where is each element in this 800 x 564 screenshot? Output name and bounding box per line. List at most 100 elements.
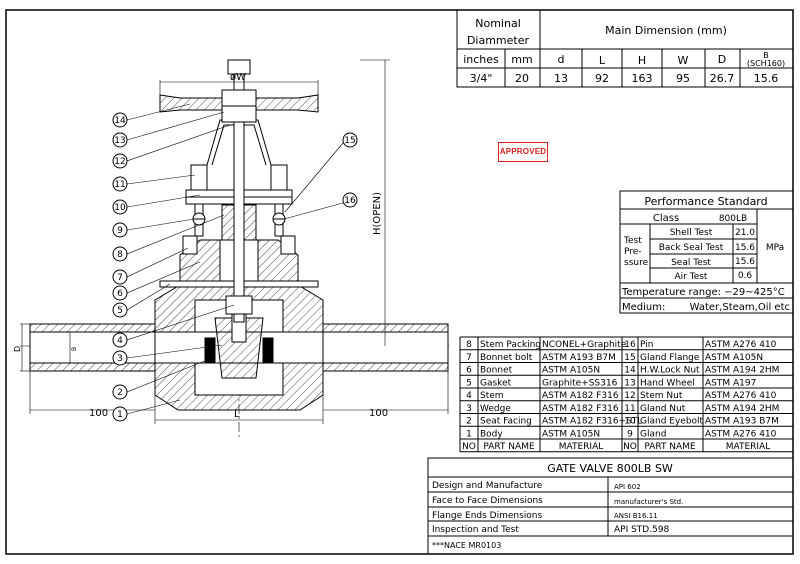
value-dd: 26.7 [710,72,735,85]
part-material: ASTM A276 410 [705,340,777,350]
shell-test-value: 21.0 [735,228,755,238]
class-value: 800LB [719,214,747,224]
medium-value: Water,Steam,Oil etc [690,302,790,313]
balloon-11: 11 [112,174,196,192]
parts-list [459,336,794,453]
header-dd: D [718,53,726,66]
part-material: ASTM A197 [705,378,756,388]
performance-table [619,190,794,314]
balloon-4: 4 [112,304,235,348]
svg-text:11: 11 [114,180,125,190]
dimension-lines [20,59,449,424]
dimension-labels: øW H(OPEN) D B L 100 100 [13,72,388,420]
part-material: ASTM A276 410 [705,391,777,401]
part-no: 5 [466,378,472,388]
nominal-line2: Diammeter [467,34,530,47]
seal-test-value: 15.6 [735,257,755,267]
value-b: 15.6 [754,72,779,85]
part-material: ASTM A105N [705,353,763,363]
header-d: d [558,53,565,66]
balloon-2: 2 [112,359,208,400]
parts-header-name: PART NAME [644,442,696,452]
balloon-6: 6 [112,261,201,301]
svg-text:2: 2 [117,388,123,398]
balloon-1: 1 [112,399,181,422]
flange-value: ANSI B16.11 [614,512,658,520]
parts-header-name: PART NAME [483,442,535,452]
parts-header-material: MATERIAL [726,442,771,452]
part-material: ASTM A182 F316 [542,391,619,401]
part-name: Gland Nut [640,404,686,414]
balloon-10: 10 [112,194,201,215]
part-name: Stem Packing [480,340,541,350]
part-name: Seat Facing [480,417,532,427]
dim-100-left-label: 100 [89,408,108,419]
title-block [427,457,794,555]
part-no: 11 [624,404,635,414]
part-no: 15 [624,353,635,363]
balloon-12: 12 [112,124,231,169]
header-sch160: (SCH160) [747,59,785,68]
approved-stamp: APPROVED [498,142,548,162]
back-seal-test-value: 15.6 [735,243,755,253]
parts-header-no: NO [462,442,476,452]
header-h: H [638,54,646,67]
dimension-table-text: Nominal Diammeter Main Dimension (mm) in… [463,17,785,85]
value-inches: 3/4" [470,72,493,85]
performance-title: Performance Standard [644,195,767,208]
balloon-8: 8 [112,214,225,262]
value-l: 92 [595,72,609,85]
test-label-1: Test [623,236,642,246]
part-name: Gland Eyebolt [640,417,704,427]
flange-label: Flange Ends Dimensions [432,511,542,521]
part-no: 3 [466,404,472,414]
dimension-table [456,9,794,88]
balloon-5: 5 [112,283,171,318]
header-b: B [763,51,769,60]
dim-b-label: B [71,347,78,351]
part-name: Gasket [480,378,512,388]
shell-test-label: Shell Test [670,228,713,238]
part-material: ASTM A194 2HM [705,404,779,414]
value-w: 95 [676,72,690,85]
part-material: Graphite+SS316 [542,378,618,388]
header-l: L [599,54,606,67]
part-no: 14 [624,366,636,376]
header-w: W [678,54,689,67]
part-material: ASTM A193 B7M [542,353,616,363]
part-material: ASTM A193 B7M [705,417,779,427]
face-value: manufacturer's Std. [614,498,683,506]
part-name: H.W.Lock Nut [640,366,700,376]
part-material: ASTM A276 410 [705,429,777,439]
svg-text:4: 4 [117,336,123,346]
part-material: ASTM A105N [542,366,600,376]
svg-text:9: 9 [117,226,123,236]
svg-text:15: 15 [344,136,355,146]
dim-h-label: H(OPEN) [372,192,383,235]
svg-text:16: 16 [344,196,356,206]
part-no: 10 [624,417,636,427]
part-no: 8 [466,340,472,350]
part-balloons: 14 13 12 11 10 9 8 7 6 5 4 3 2 1 15 16 [112,103,358,422]
part-material: ASTM A182 F316+STL [542,417,642,427]
balloon-7: 7 [112,247,189,285]
dim-w-label: øW [230,72,246,83]
balloon-15: 15 [284,132,358,213]
part-material: ASTM A105N [542,429,600,439]
header-inches: inches [463,53,499,66]
svg-text:12: 12 [114,157,125,167]
nace-note: ***NACE MR0103 [432,541,501,550]
svg-text:6: 6 [117,289,123,299]
part-no: 1 [466,429,472,439]
part-name: Stem [480,391,504,401]
part-no: 6 [466,366,472,376]
dim-100-right-label: 100 [369,408,388,419]
header-mm: mm [511,53,532,66]
test-label-2: Pre- [624,247,642,257]
svg-text:3: 3 [117,354,123,364]
temperature-range: Temperature range: −29~425°C [621,287,785,298]
svg-text:10: 10 [114,203,126,213]
value-d: 13 [554,72,568,85]
